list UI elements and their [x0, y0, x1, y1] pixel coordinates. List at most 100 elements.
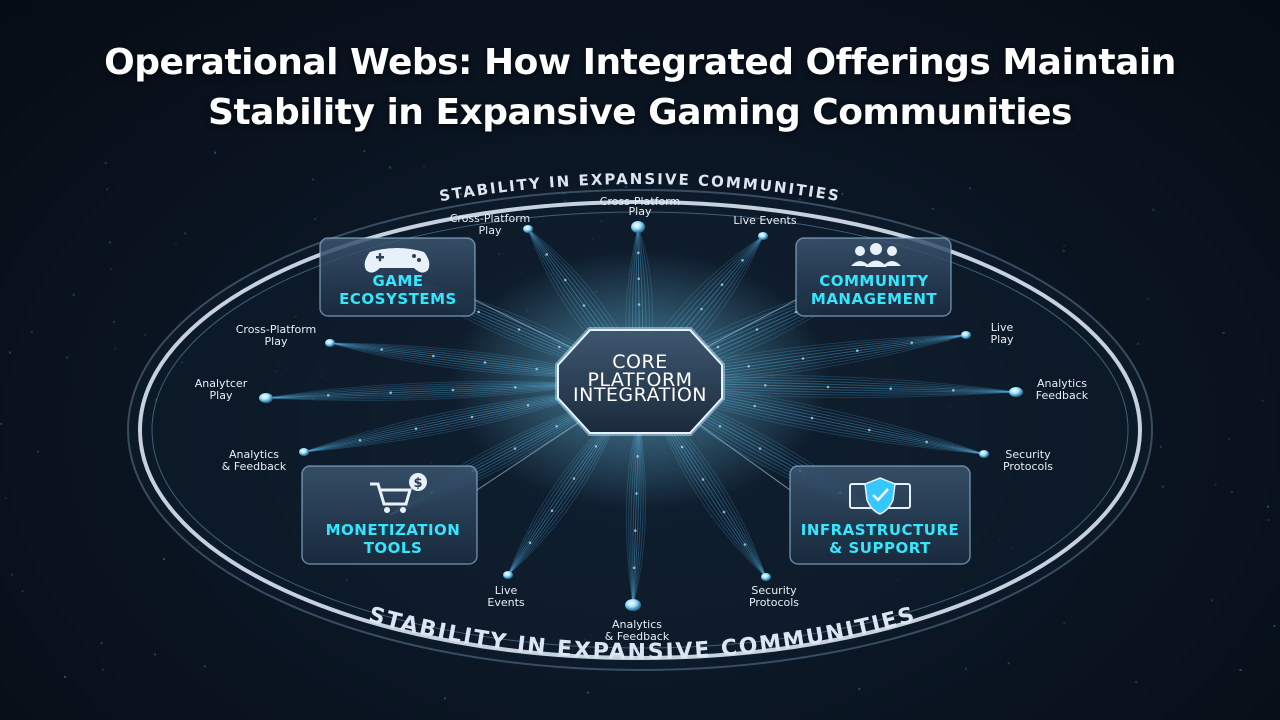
svg-text:Live Events: Live Events	[733, 214, 796, 227]
module-game-ecosystems[interactable]: GAME ECOSYSTEMS	[319, 237, 476, 317]
web-spark	[545, 253, 548, 256]
svg-text:Events: Events	[487, 596, 525, 609]
svg-text:& Feedback: & Feedback	[605, 630, 670, 643]
bg-dot	[154, 653, 156, 656]
node-left-lower[interactable]: Analytics & Feedback	[222, 448, 309, 473]
node-top-right[interactable]: Live Events	[733, 214, 797, 240]
bg-dot	[1230, 491, 1233, 494]
web-spark	[856, 349, 859, 353]
bg-dot	[110, 267, 113, 270]
bg-dot	[632, 179, 635, 182]
game-label-line1: GAME	[372, 272, 423, 290]
bg-dot	[10, 573, 13, 576]
community-label-line1: COMMUNITY	[819, 272, 929, 290]
bg-dot	[1210, 599, 1213, 602]
bg-dot	[1228, 438, 1231, 441]
node-bottom-center[interactable]: Analytics & Feedback	[605, 599, 670, 643]
bg-dot	[964, 667, 967, 670]
bg-dot	[144, 333, 147, 336]
node-group: Cross-Platform Play Cross-Platform Play …	[195, 195, 1089, 643]
bg-dot	[4, 497, 7, 499]
web-spark	[550, 509, 554, 512]
web-spark	[743, 543, 747, 546]
web-spark	[632, 566, 636, 570]
bg-dot	[21, 590, 24, 593]
node-top-left[interactable]: Cross-Platform Play	[450, 212, 533, 237]
bg-dot	[0, 422, 3, 425]
bg-dot	[460, 193, 462, 196]
bg-dot	[66, 356, 69, 359]
node-right-upper[interactable]: Live Play	[961, 321, 1014, 346]
bg-dot	[1137, 342, 1139, 345]
bg-dot	[1267, 519, 1270, 521]
bg-dot	[104, 161, 107, 164]
core-label-line1: CORE	[612, 351, 667, 373]
svg-text:Play: Play	[629, 205, 652, 218]
page-title: Operational Webs: How Integrated Offerin…	[0, 38, 1280, 138]
svg-text:Play: Play	[479, 224, 502, 237]
svg-text:Cross-Platform: Cross-Platform	[450, 212, 531, 225]
svg-text:Play: Play	[991, 333, 1014, 346]
node-bottom-left[interactable]: Live Events	[487, 571, 525, 609]
svg-text:Cross-Platform: Cross-Platform	[600, 195, 681, 208]
cart-dollar-icon: $	[370, 473, 427, 513]
svg-text:Analytics: Analytics	[1037, 377, 1087, 390]
bg-dot	[443, 697, 446, 700]
infrastructure-label-line2: & SUPPORT	[829, 539, 931, 557]
svg-text:$: $	[413, 476, 422, 491]
bg-dot	[174, 242, 177, 245]
svg-text:Live: Live	[495, 584, 518, 597]
bg-dot	[106, 188, 109, 191]
svg-text:Play: Play	[265, 335, 288, 348]
bg-dot	[1062, 249, 1065, 252]
web-spark	[952, 389, 955, 392]
core-label-line3: INTEGRATION	[573, 384, 707, 406]
module-community-management[interactable]: COMMUNITY MANAGEMENT	[795, 237, 952, 317]
svg-text:Protocols: Protocols	[749, 596, 799, 609]
web-spark	[889, 387, 892, 391]
bg-dot	[1135, 680, 1138, 683]
svg-text:Feedback: Feedback	[1036, 389, 1089, 402]
bg-dot	[1239, 669, 1242, 671]
node-right-mid[interactable]: Analytics Feedback	[1009, 377, 1089, 402]
bg-dot	[1267, 505, 1270, 508]
node-left-mid[interactable]: Analytcer Play	[195, 377, 273, 403]
core-platform-integration[interactable]: CORE PLATFORM INTEGRATION	[555, 327, 725, 436]
web-spark	[327, 394, 330, 397]
web-spark	[528, 541, 532, 545]
bg-dot	[314, 218, 316, 221]
title-line-1: Operational Webs: How Integrated Offerin…	[104, 42, 1176, 83]
node-bottom-right[interactable]: Security Protocols	[749, 573, 799, 609]
bg-dot	[101, 668, 104, 671]
people-icon	[851, 243, 901, 267]
node-top-center[interactable]: Cross-Platform Play	[600, 195, 681, 233]
web-spark	[722, 510, 726, 514]
bg-dot	[1063, 244, 1066, 247]
bg-dot	[114, 347, 117, 350]
svg-text:Cross-Platform: Cross-Platform	[236, 323, 317, 336]
svg-text:Security: Security	[751, 584, 797, 597]
module-infrastructure-support[interactable]: INFRASTRUCTURE & SUPPORT	[789, 465, 971, 565]
bg-dot	[1161, 485, 1164, 488]
svg-text:Analytics: Analytics	[612, 618, 662, 631]
bg-dot	[37, 450, 40, 453]
infrastructure-label-line1: INFRASTRUCTURE	[801, 521, 960, 539]
bg-dot	[1063, 622, 1066, 625]
module-monetization-tools[interactable]: $ MONETIZATION TOOLS	[301, 465, 478, 565]
svg-text:& Feedback: & Feedback	[222, 460, 287, 473]
node-left-upper[interactable]: Cross-Platform Play	[236, 323, 335, 348]
monetization-label-line1: MONETIZATION	[326, 521, 461, 539]
web-spark	[432, 354, 435, 358]
web-spark	[358, 439, 362, 442]
bg-dot	[389, 166, 392, 169]
web-spark	[414, 427, 418, 431]
web-spark	[634, 529, 637, 532]
web-spark	[389, 391, 393, 395]
svg-text:Analytics: Analytics	[229, 448, 279, 461]
monetization-label-line2: TOOLS	[364, 539, 423, 557]
node-right-lower[interactable]: Security Protocols	[979, 448, 1053, 473]
bg-dot	[1261, 399, 1264, 402]
web-spark	[910, 341, 913, 345]
bg-dot	[931, 207, 934, 210]
